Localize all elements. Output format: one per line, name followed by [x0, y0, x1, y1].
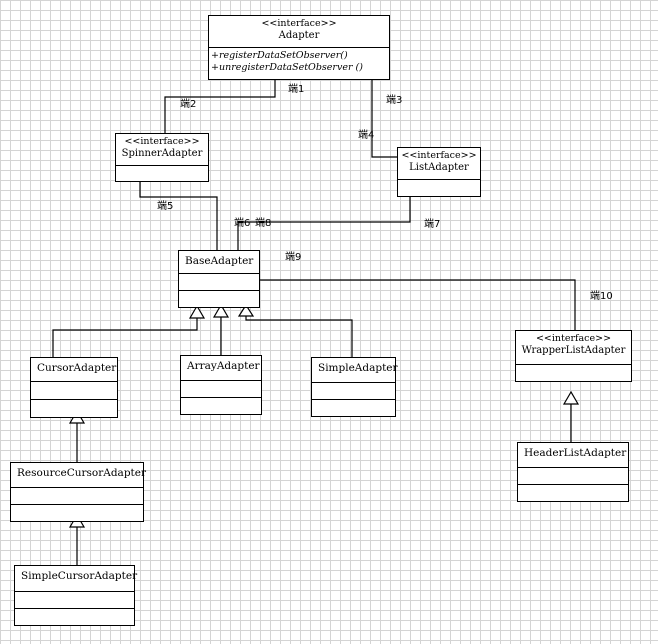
generalization-arrow-header [562, 390, 580, 405]
class-wrapper-list-adapter[interactable]: <<interface>> WrapperListAdapter [515, 330, 632, 382]
attributes-section [11, 487, 143, 504]
operations-section [116, 165, 208, 181]
connector-adapter-spinner [164, 80, 276, 133]
operations-section [15, 608, 134, 625]
class-base-adapter[interactable]: BaseAdapter [178, 250, 260, 308]
end-label-6: 端6 [234, 218, 251, 229]
class-name: ListAdapter [409, 162, 469, 173]
attributes-section [312, 382, 395, 399]
class-list-adapter[interactable]: <<interface>> ListAdapter [397, 147, 481, 197]
operations-section [11, 504, 143, 521]
generalization-arrow-simple [237, 303, 255, 317]
connector-cursor-base [52, 318, 198, 357]
class-adapter[interactable]: <<interface>> Adapter +registerDataSetOb… [208, 15, 390, 80]
connector-base-wrapper [260, 279, 576, 330]
end-label-1: 端1 [288, 84, 305, 95]
class-spinner-adapter[interactable]: <<interface>> SpinnerAdapter [115, 133, 209, 182]
class-name: CursorAdapter [37, 362, 117, 374]
class-name: SpinnerAdapter [121, 148, 203, 159]
class-array-adapter[interactable]: ArrayAdapter [180, 355, 262, 415]
operations-section [518, 484, 628, 501]
class-name: SimpleAdapter [318, 362, 398, 374]
operations-section [179, 290, 259, 307]
class-name: ArrayAdapter [187, 360, 260, 372]
class-simple-cursor-adapter[interactable]: SimpleCursorAdapter [14, 565, 138, 626]
class-resource-cursor-adapter[interactable]: ResourceCursorAdapter [10, 462, 146, 522]
attributes-section [181, 380, 261, 397]
end-label-5: 端5 [157, 201, 174, 212]
attributes-section [179, 273, 259, 290]
class-cursor-adapter[interactable]: CursorAdapter [30, 357, 118, 418]
connector-listadapter-base [237, 197, 411, 250]
stereotype-label: <<interface>> [535, 333, 612, 344]
class-name: HeaderListAdapter [524, 447, 627, 459]
class-name: BaseAdapter [185, 255, 254, 267]
attributes-section [15, 591, 134, 608]
generalization-arrow-array [212, 303, 230, 318]
operation-register: +registerDataSetObserver() [211, 50, 348, 61]
operations-section [398, 179, 480, 196]
class-simple-adapter[interactable]: SimpleAdapter [311, 357, 398, 417]
class-name: WrapperListAdapter [521, 345, 626, 356]
end-label-9: 端9 [285, 252, 302, 263]
attributes-section [31, 381, 117, 399]
stereotype-label: <<interface>> [124, 136, 200, 147]
end-label-4: 端4 [358, 130, 375, 141]
stereotype-label: <<interface>> [401, 150, 477, 161]
end-label-3: 端3 [386, 95, 403, 106]
operations-section: +registerDataSetObserver() +unregisterDa… [209, 47, 389, 79]
end-label-10: 端10 [590, 291, 613, 302]
class-name: ResourceCursorAdapter [17, 467, 146, 479]
end-label-7: 端7 [424, 219, 441, 230]
operations-section [516, 364, 631, 381]
connector-simple-base [245, 316, 353, 357]
generalization-arrow-cursor [188, 304, 206, 319]
connector-spinner-base [139, 182, 218, 250]
class-name: SimpleCursorAdapter [21, 570, 138, 582]
end-label-8: 端8 [255, 218, 272, 229]
end-label-2: 端2 [180, 99, 197, 110]
connector-adapter-listadapter [371, 80, 397, 158]
operations-section [181, 397, 261, 414]
operation-unregister: +unregisterDataSetObserver () [211, 62, 363, 73]
attributes-section [518, 467, 628, 484]
operations-section [31, 399, 117, 417]
class-name: Adapter [278, 30, 320, 41]
operations-section [312, 399, 395, 416]
stereotype-label: <<interface>> [261, 18, 337, 29]
class-header-list-adapter[interactable]: HeaderListAdapter [517, 442, 629, 502]
